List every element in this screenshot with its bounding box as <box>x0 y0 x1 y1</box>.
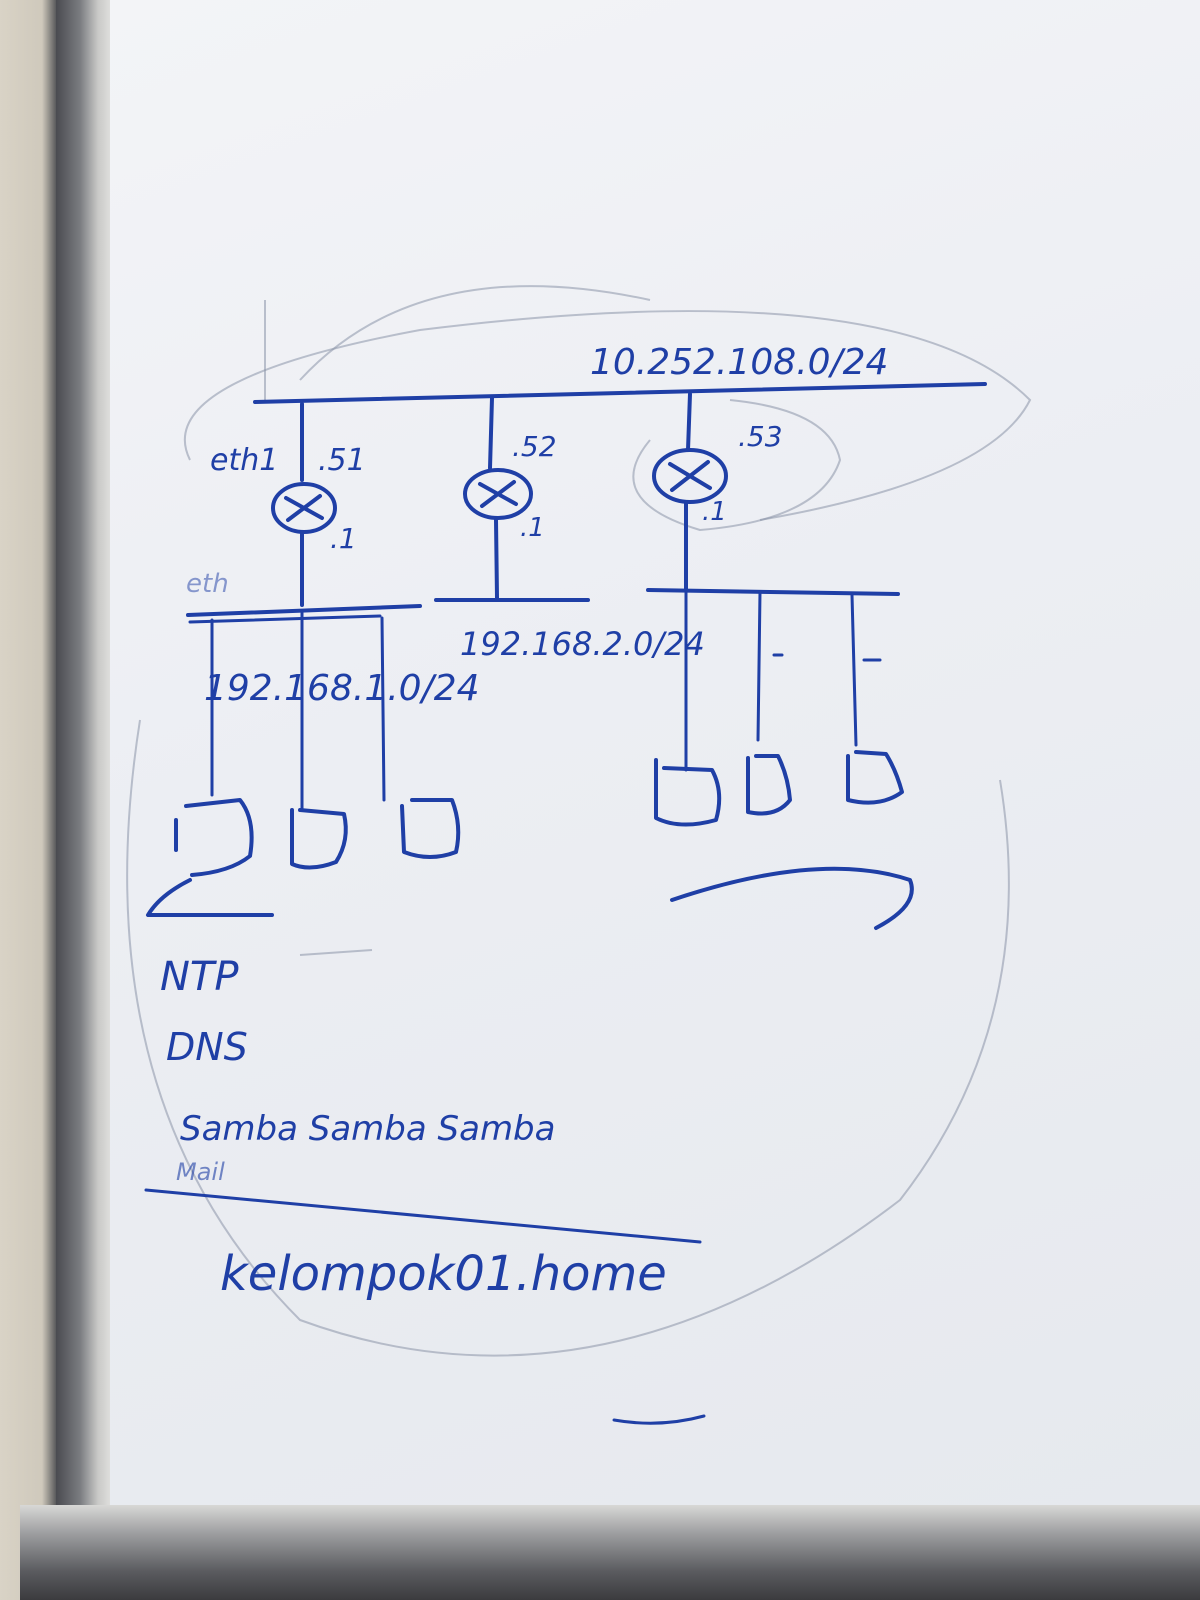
router-2-uplink <box>488 396 494 470</box>
router-2: .52 .1 <box>463 396 557 600</box>
router-1-upper-iface: eth1 <box>210 443 278 478</box>
lan-1-drop-3 <box>380 616 386 802</box>
services-list: NTP DNS Samba Samba Samba Mail kelompok0… <box>144 954 702 1302</box>
lan-1-subnet-label: 192.168.1.0/24 <box>204 668 480 709</box>
router-2-downlink <box>494 518 499 600</box>
router-3-lower-host: .1 <box>702 497 727 527</box>
lan-1-host-2-icon <box>290 808 348 870</box>
lan-1-server-icon <box>174 798 254 877</box>
stray-mark-bottom <box>612 1414 706 1425</box>
router-2-lower-host: .1 <box>520 513 545 543</box>
lan-3-drop-2 <box>756 590 762 742</box>
services-underline <box>144 1188 702 1244</box>
router-1-cross <box>284 494 324 522</box>
domain-label: kelompok01.home <box>220 1246 667 1302</box>
lan-1-bus <box>186 604 422 617</box>
whiteboard-frame <box>56 0 116 1520</box>
lan-1-server-base <box>146 878 274 917</box>
lan-3-drop-3 <box>850 593 858 747</box>
lan-3-bus <box>646 588 900 596</box>
erased-router3-ellipse <box>632 399 842 532</box>
router-1: eth1 .51 .1 eth <box>186 402 366 607</box>
lan-2-subnet-label: 192.168.2.0/24 <box>460 625 705 663</box>
router-3-uplink <box>686 392 692 452</box>
lan-3-host-2-icon <box>746 754 792 816</box>
lan-3 <box>646 588 914 930</box>
service-dns: DNS <box>166 1025 248 1069</box>
service-mail: Mail <box>176 1158 225 1186</box>
erased-big-circle <box>126 719 1010 1357</box>
marker-tray <box>20 1505 1200 1600</box>
router-1-upper-host: .51 <box>318 443 366 478</box>
lan-3-bracket-arc <box>670 866 914 930</box>
lan-3-host-3-icon <box>846 750 904 805</box>
stray-smudge <box>299 949 373 956</box>
router-2-icon <box>463 468 533 520</box>
router-1-lower-iface: eth <box>186 569 229 599</box>
lan-1-host-3-icon <box>400 798 461 859</box>
router-2-cross <box>478 480 518 508</box>
router-2-upper-host: .52 <box>512 430 557 463</box>
router-1-lower-host: .1 <box>330 522 357 555</box>
erased-ellipse <box>184 310 1032 521</box>
service-samba: Samba Samba Samba <box>180 1109 555 1149</box>
top-subnet-label: 10.252.108.0/24 <box>590 342 888 383</box>
lan-2: 192.168.2.0/24 <box>434 598 705 663</box>
router-3-upper-host: .53 <box>738 420 783 453</box>
lan-1: 192.168.1.0/24 <box>146 604 480 917</box>
lan-3-host-1-icon <box>654 758 722 827</box>
backbone-line <box>253 382 987 404</box>
whiteboard-surface <box>110 0 1200 1510</box>
router-3: .53 .1 <box>652 392 783 592</box>
lan-1-bus-2 <box>188 614 382 624</box>
router-3-icon <box>652 448 728 504</box>
service-ntp: NTP <box>160 954 239 1000</box>
router-3-cross <box>668 460 712 492</box>
